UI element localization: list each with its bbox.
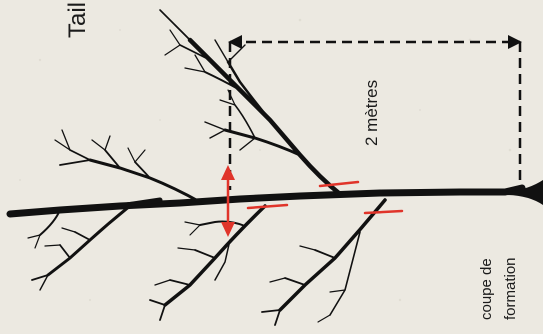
dimension-label: 2 mètres [362,80,382,146]
lower-left-branch [28,206,130,290]
cut-label-line2: formation [502,257,519,320]
cut-label-line1: coupe de [478,258,495,320]
lower-right-branch [262,200,385,325]
left-upper-branch [55,130,200,202]
upper-branch [160,10,340,194]
main-trunk [10,180,543,214]
page-title: Tail [64,2,92,38]
lower-middle-branch [150,206,265,320]
